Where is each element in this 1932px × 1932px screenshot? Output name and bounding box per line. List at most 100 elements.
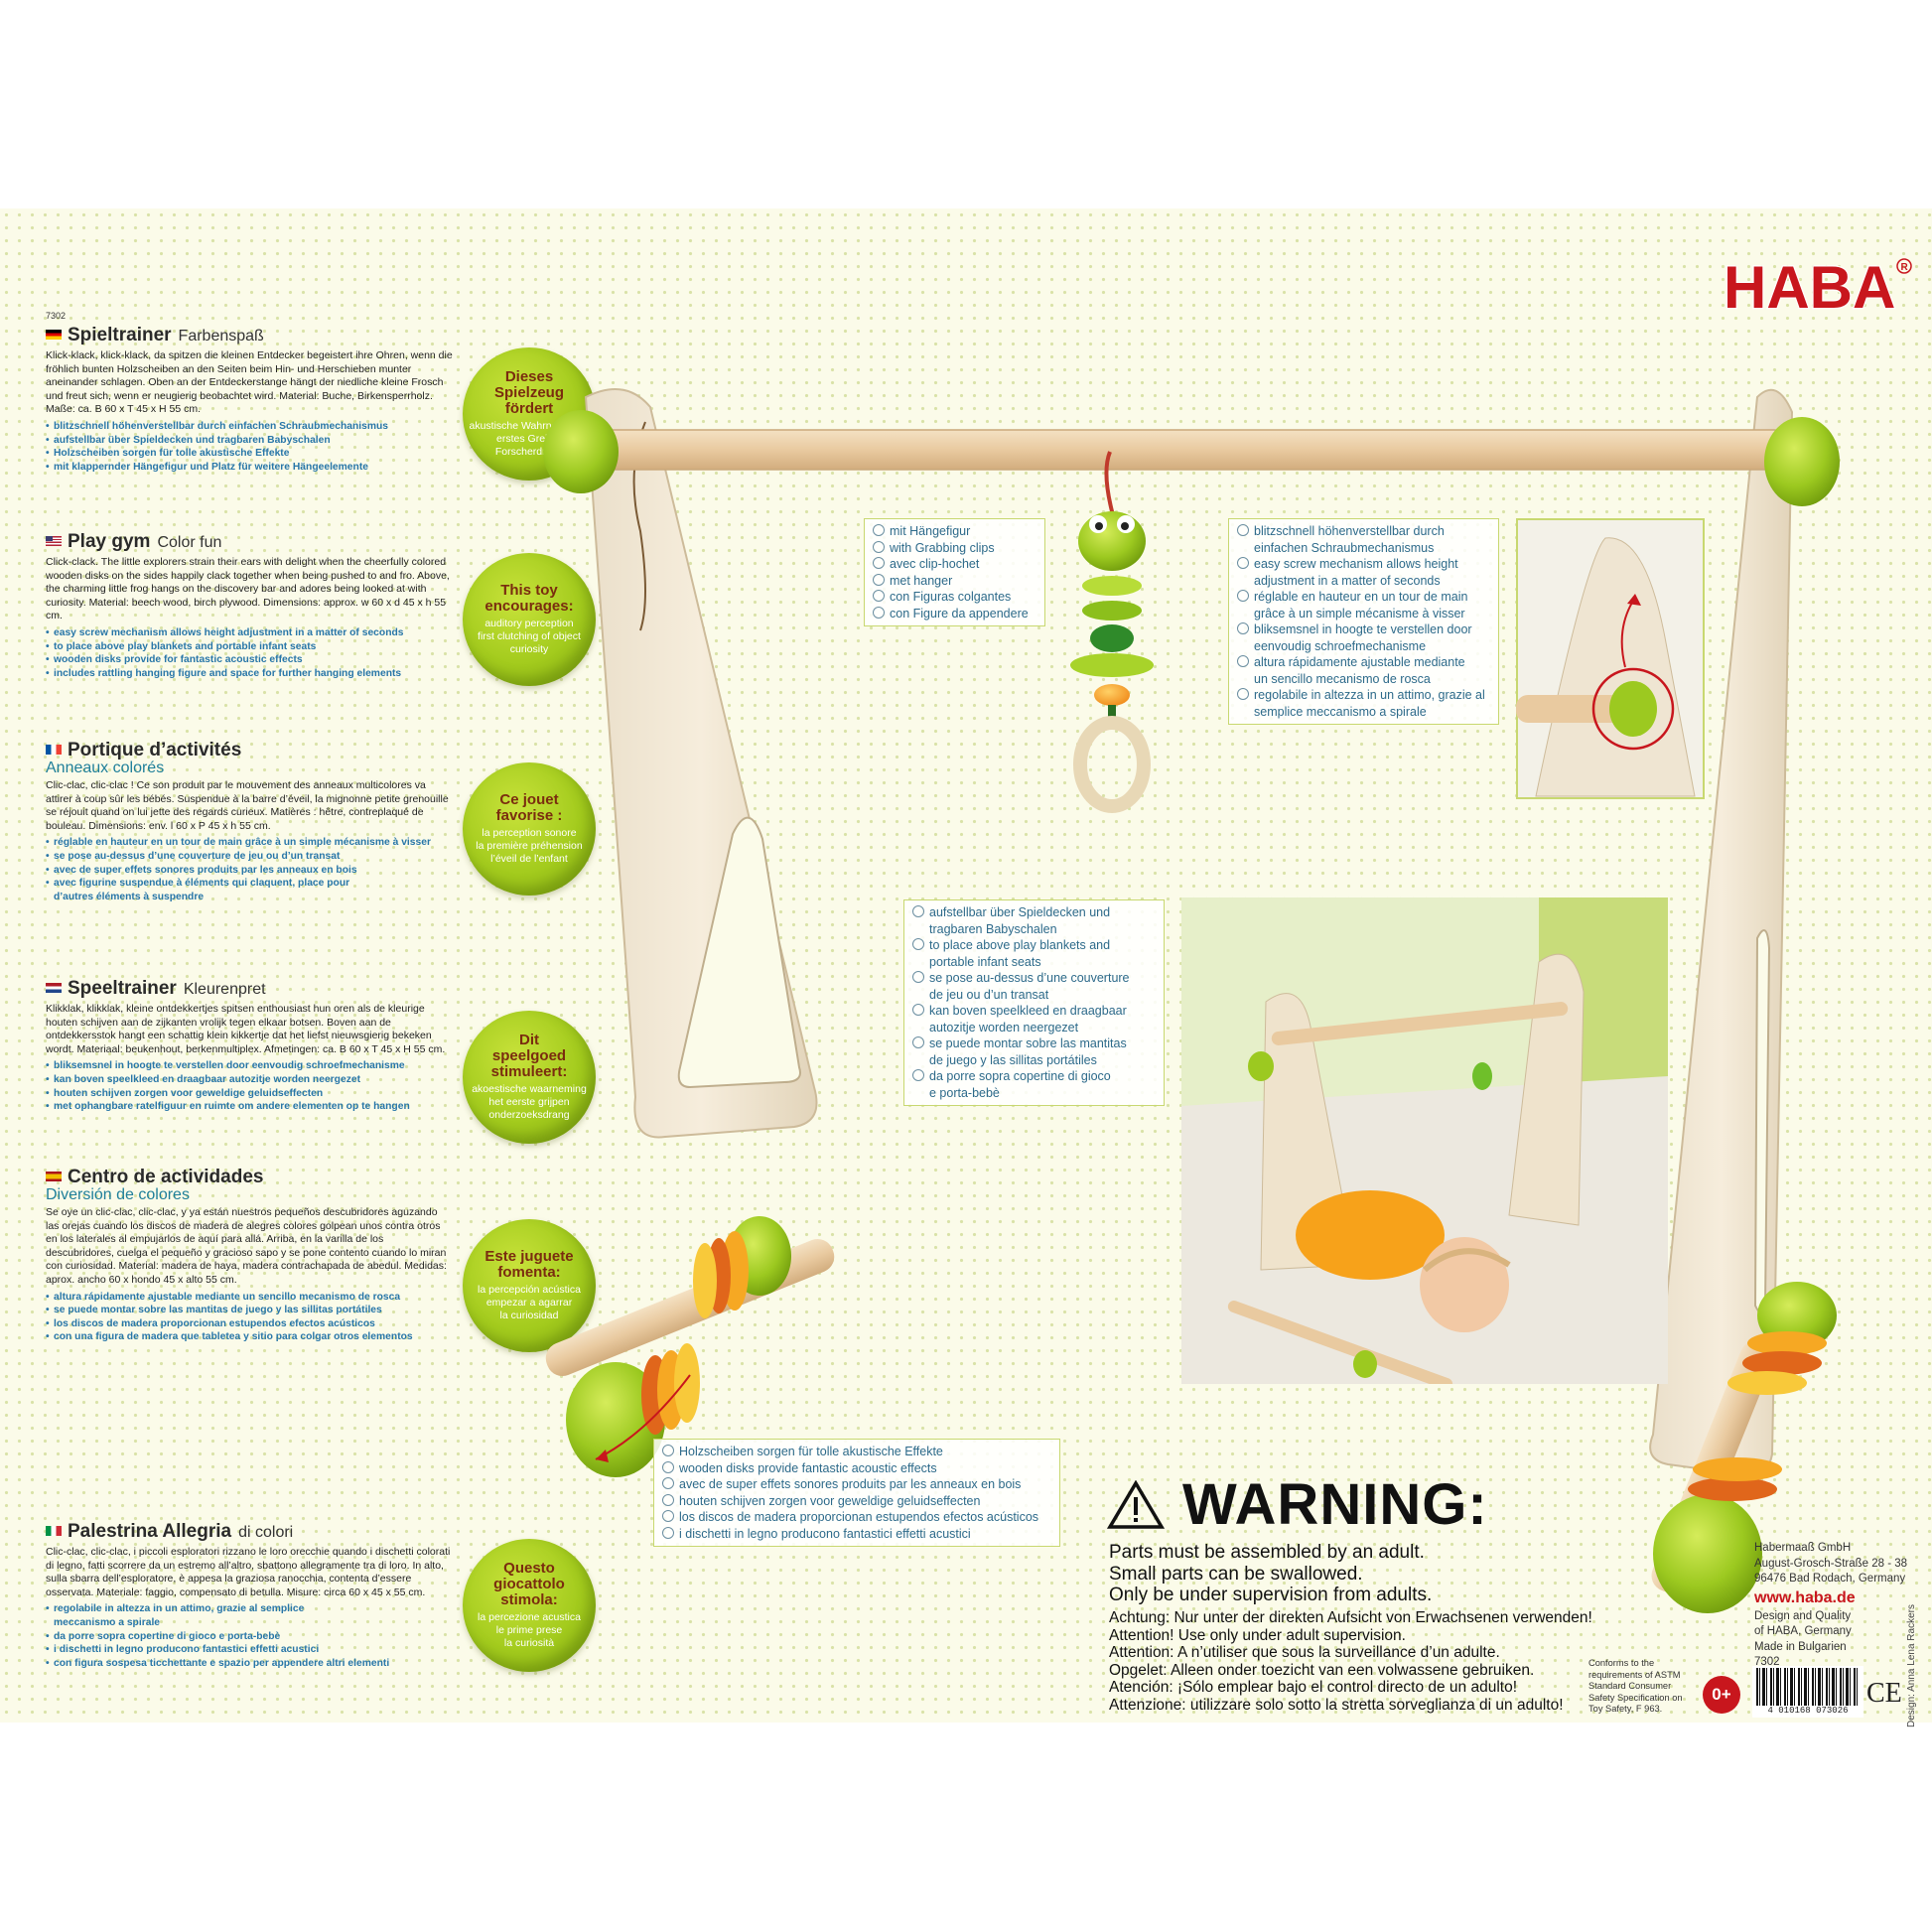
callout-line: de juego y las sillitas portátiles — [929, 1052, 1097, 1067]
flag-nl-icon — [46, 983, 62, 993]
list-item: réglable en hauteur en un tour de main g… — [46, 836, 453, 850]
callout-line: kan boven speelkleed en draagbaar — [929, 1004, 1127, 1018]
callout-line: aufstellbar über Spieldecken und — [929, 905, 1111, 919]
callout-line: met hanger — [890, 573, 953, 588]
callout-line: blitzschnell höhenverstellbar durch — [1254, 524, 1445, 538]
callout-line: se puede montar sobre las mantitas — [929, 1036, 1127, 1050]
callout-line: eenvoudig schroefmechanisme — [1254, 638, 1427, 653]
bottom-rod-left — [545, 1216, 835, 1477]
website-link[interactable]: www.haba.de — [1754, 1588, 1856, 1606]
callout-line: semplice meccanismo a spirale — [1254, 704, 1427, 719]
flag-us-icon — [46, 536, 62, 546]
lang-body: Clic-clac, clic-clac ! Ce son produit pa… — [46, 779, 449, 832]
bubble-title: Dieses Spielzeug fördert — [493, 368, 564, 417]
callout-line: portable infant seats — [929, 954, 1041, 969]
warning-heading: WARNING: — [1107, 1471, 1488, 1538]
flag-circle-icon — [873, 524, 885, 536]
warning-line: Attention! Use only under adult supervis… — [1109, 1626, 1406, 1644]
age-badge-icon: 0+ — [1703, 1676, 1740, 1714]
warning-line: Attention: A n’utiliser que sous la surv… — [1109, 1644, 1500, 1662]
callout-line: da porre sopra copertine di gioco — [929, 1069, 1111, 1083]
bubble-title: Este juguete fomenta: — [484, 1248, 574, 1281]
list-item: se pose au-dessus d’une couverture de je… — [46, 850, 453, 864]
barcode: 4 010168 073026 — [1752, 1666, 1863, 1718]
bubble-line: la première préhension — [476, 840, 583, 852]
flag-circle-icon — [1237, 655, 1249, 667]
list-item: regolabile in altezza in un attimo, graz… — [46, 1602, 351, 1629]
bubble-line: empezar a agarrar — [485, 1297, 573, 1309]
warning-triangle-icon — [1107, 1479, 1165, 1529]
list-item: includes rattling hanging figure and spa… — [46, 667, 453, 681]
bubble-line: first clutching of object — [478, 630, 581, 642]
screw-detail-image — [1516, 518, 1705, 799]
list-item: aufstellbar über Spieldecken und tragbar… — [46, 434, 453, 448]
haba-logo: HABA R — [1723, 253, 1912, 318]
flag-circle-icon — [873, 540, 885, 553]
callout-line: houten schijven zorgen voor geweldige ge… — [679, 1493, 981, 1508]
callout-hanging-figure: mit Hängefigur with Grabbing clips avec … — [864, 518, 1045, 626]
flag-circle-icon — [662, 1477, 674, 1489]
flag-it-icon — [46, 1526, 62, 1536]
quality-line: 7302 — [1754, 1656, 1780, 1668]
callout-line: bliksemsnel in hoogte te verstellen door — [1254, 622, 1472, 636]
bubble-line: curiosity — [509, 643, 549, 655]
list-item: i dischetti in legno producono fantastic… — [46, 1643, 453, 1657]
lang-body: Click-clack. The little explorers strain… — [46, 556, 450, 622]
feature-bubble-fr: Ce jouet favorise : la perception sonore… — [463, 762, 596, 896]
flag-circle-icon — [662, 1445, 674, 1456]
callout-line: tragbaren Babyschalen — [929, 921, 1057, 936]
callout-line: easy screw mechanism allows height — [1254, 557, 1458, 571]
callout-line: con Figure da appendere — [890, 606, 1029, 621]
feature-bubble-nl: Dit speelgoed stimuleert: akoestische wa… — [463, 1011, 596, 1144]
callout-line: los discos de madera proporcionan estupe… — [679, 1510, 1039, 1524]
callout-line: avec clip-hochet — [890, 557, 980, 571]
warning-line: Atención: ¡Sólo emplear bajo el control … — [1109, 1679, 1517, 1697]
lang-subtitle: Farbenspaß — [178, 328, 264, 345]
astm-line: requirements of ASTM — [1588, 1669, 1681, 1680]
bubble-line: la perception sonore — [482, 827, 577, 839]
lang-body: Klick-klack, klick-klack, da spitzen die… — [46, 349, 453, 416]
list-item: con una figura de madera que tabletea y … — [46, 1330, 453, 1344]
barcode-bars — [1756, 1668, 1860, 1706]
quality-line: Made in Bulgarien — [1754, 1640, 1847, 1653]
warning-multilingual: Achtung: Nur unter der direkten Aufsicht… — [1109, 1609, 1592, 1715]
lang-title: Centro de actividades — [68, 1167, 264, 1187]
callout-line: with Grabbing clips — [890, 540, 995, 555]
callout-line: wooden disks provide fantastic acoustic … — [679, 1460, 937, 1475]
bubble-title: Dit speelgoed stimuleert: — [490, 1032, 568, 1080]
barcode-number: 4 010168 073026 — [1767, 1706, 1849, 1716]
callout-line: autozitje worden neergezet — [929, 1020, 1079, 1035]
callout-line: e porta-bebè — [929, 1085, 1000, 1100]
bubble-line: l’éveil de l’enfant — [490, 853, 568, 865]
lang-body: Klikklak, klikklak, kleine ontdekkertjes… — [46, 1003, 446, 1055]
callout-line: regolabile in altezza in un attimo, graz… — [1254, 688, 1485, 702]
astm-line: Standard Consumer — [1588, 1681, 1672, 1692]
callout-line: einfachen Schraubmechanismus — [1254, 540, 1435, 555]
flag-circle-icon — [1237, 622, 1249, 634]
flag-circle-icon — [662, 1526, 674, 1539]
bubble-title: Ce jouet favorise : — [495, 791, 563, 824]
warning-line: Only be under supervision from adults. — [1109, 1585, 1433, 1605]
warning-line: Small parts can be swallowed. — [1109, 1563, 1363, 1585]
slide-arrow-icon — [595, 1374, 691, 1460]
feature-bubble-it: Questo giocattolo stimola: la percezione… — [463, 1539, 596, 1672]
callout-line: i dischetti in legno producono fantastic… — [679, 1526, 971, 1541]
list-item: avec de super effets sonores produits pa… — [46, 864, 453, 878]
lang-subtitle: Kleurenpret — [183, 981, 266, 998]
callout-screw-mechanism: blitzschnell höhenverstellbar durch einf… — [1228, 518, 1499, 725]
svg-text:HABA: HABA — [1724, 254, 1895, 318]
callout-line: avec de super effets sonores produits pa… — [679, 1477, 1022, 1491]
flag-circle-icon — [912, 1036, 924, 1048]
flag-circle-icon — [912, 905, 924, 917]
flag-circle-icon — [662, 1460, 674, 1473]
product-number: 7302 — [46, 311, 67, 321]
callout-placement: aufstellbar über Spieldecken und tragbar… — [903, 899, 1165, 1106]
street: August-Grosch-Straße 28 - 38 — [1754, 1557, 1908, 1570]
warning-line: Attenzione: utilizzare solo sotto la str… — [1109, 1696, 1564, 1714]
flag-circle-icon — [1237, 557, 1249, 569]
quality-line: of HABA, Germany — [1754, 1625, 1852, 1637]
warning-line: Opgelet: Alleen onder toezicht van een v… — [1109, 1661, 1535, 1679]
